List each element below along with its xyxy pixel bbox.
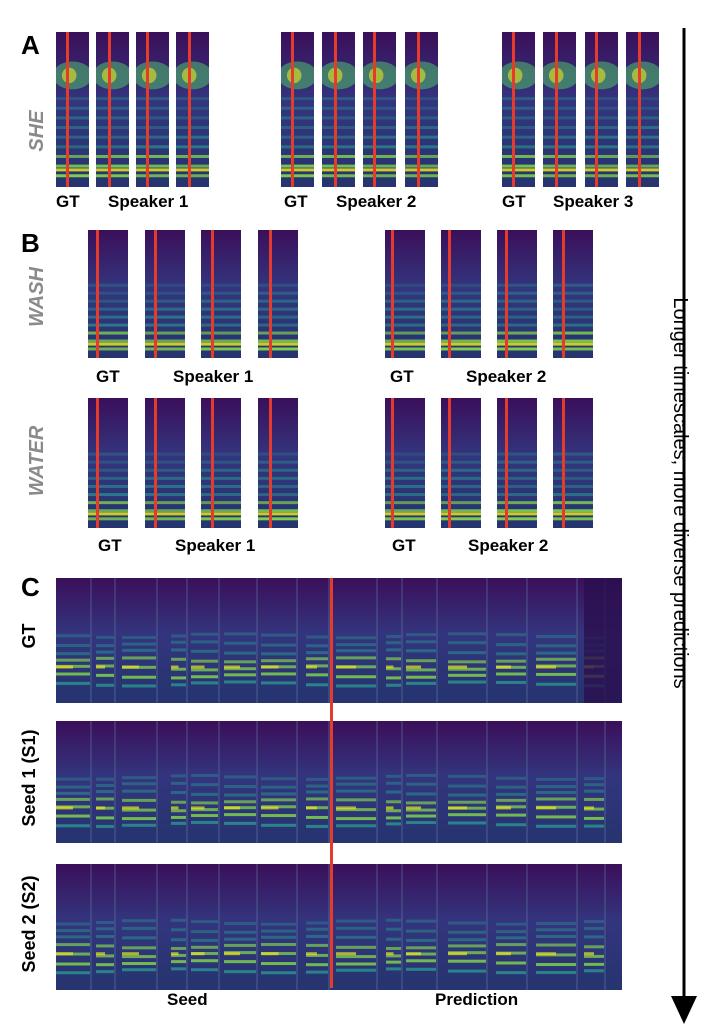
caption-a-g1-gt: GT xyxy=(56,192,80,211)
spectrogram-b-water-s1-3 xyxy=(201,398,241,528)
caption-a-g1-speaker: Speaker 1 xyxy=(108,192,189,211)
x-label-seed: Seed xyxy=(167,990,208,1009)
spectrogram-a-g3-1 xyxy=(502,32,535,187)
spectrogram-c-gt xyxy=(56,578,622,703)
spectrogram-a-g2-2 xyxy=(322,32,355,187)
caption-b-water-gt: GT xyxy=(98,536,122,555)
word-label-wash: WASH xyxy=(26,267,48,327)
timescale-arrow-label: Longer timescales, more diverse predicti… xyxy=(669,297,691,689)
spectrogram-b-wash-s2-3 xyxy=(497,230,537,358)
timescale-arrow xyxy=(671,28,697,1024)
spectrogram-a-g1-1 xyxy=(56,32,89,187)
row-label-seed2: Seed 2 (S2) xyxy=(19,875,39,973)
spectrogram-c-seed1 xyxy=(56,721,622,843)
spectrogram-b-water-s1-4 xyxy=(258,398,298,528)
spectrogram-b-wash-s2-1 xyxy=(385,230,425,358)
word-label-she: SHE xyxy=(26,110,48,152)
spectrogram-b-wash-s1-2 xyxy=(145,230,185,358)
spectrogram-b-wash-s1-1 xyxy=(88,230,128,358)
caption-b-water-gt2: GT xyxy=(392,536,416,555)
spectrogram-b-wash-s1-3 xyxy=(201,230,241,358)
spectrogram-a-g1-2 xyxy=(96,32,129,187)
spectrogram-a-g2-4 xyxy=(405,32,438,187)
spectrogram-b-water-s2-2 xyxy=(441,398,481,528)
spectrogram-b-wash-s2-4 xyxy=(553,230,593,358)
row-label-seed1: Seed 1 (S1) xyxy=(19,729,39,827)
spectrogram-b-wash-s2-2 xyxy=(441,230,481,358)
spectrogram-a-g1-3 xyxy=(136,32,169,187)
caption-a-g3-gt: GT xyxy=(502,192,526,211)
spectrogram-b-water-s2-3 xyxy=(497,398,537,528)
caption-b-water-speaker1: Speaker 1 xyxy=(175,536,256,555)
caption-a-g3-speaker: Speaker 3 xyxy=(553,192,634,211)
spectrogram-a-g2-1 xyxy=(281,32,314,187)
spectrogram-a-g2-3 xyxy=(363,32,396,187)
spectrogram-a-g3-4 xyxy=(626,32,659,187)
caption-b-wash-speaker1: Speaker 1 xyxy=(173,367,254,386)
spectrogram-b-water-s2-1 xyxy=(385,398,425,528)
spectrogram-c-seed2 xyxy=(56,864,622,990)
spectrogram-b-wash-s1-4 xyxy=(258,230,298,358)
spectrogram-a-g3-2 xyxy=(543,32,576,187)
seed-prediction-divider xyxy=(330,578,333,988)
spectrogram-b-water-s2-4 xyxy=(553,398,593,528)
caption-a-g2-speaker: Speaker 2 xyxy=(336,192,417,211)
caption-b-water-speaker2: Speaker 2 xyxy=(468,536,549,555)
caption-b-wash-speaker2: Speaker 2 xyxy=(466,367,547,386)
caption-b-wash-gt2: GT xyxy=(390,367,414,386)
caption-a-g2-gt: GT xyxy=(284,192,308,211)
caption-b-wash-gt: GT xyxy=(96,367,120,386)
spectrogram-a-g3-3 xyxy=(585,32,618,187)
panel-c-letter: C xyxy=(21,572,40,602)
spectrogram-a-g1-4 xyxy=(176,32,209,187)
panel-b-letter: B xyxy=(21,228,40,258)
row-label-gt: GT xyxy=(19,623,39,649)
spectrogram-b-water-s1-2 xyxy=(145,398,185,528)
panel-a-letter: A xyxy=(21,30,40,60)
word-label-water: WATER xyxy=(26,425,48,497)
x-label-prediction: Prediction xyxy=(435,990,519,1009)
spectrogram-b-water-s1-1 xyxy=(88,398,128,528)
